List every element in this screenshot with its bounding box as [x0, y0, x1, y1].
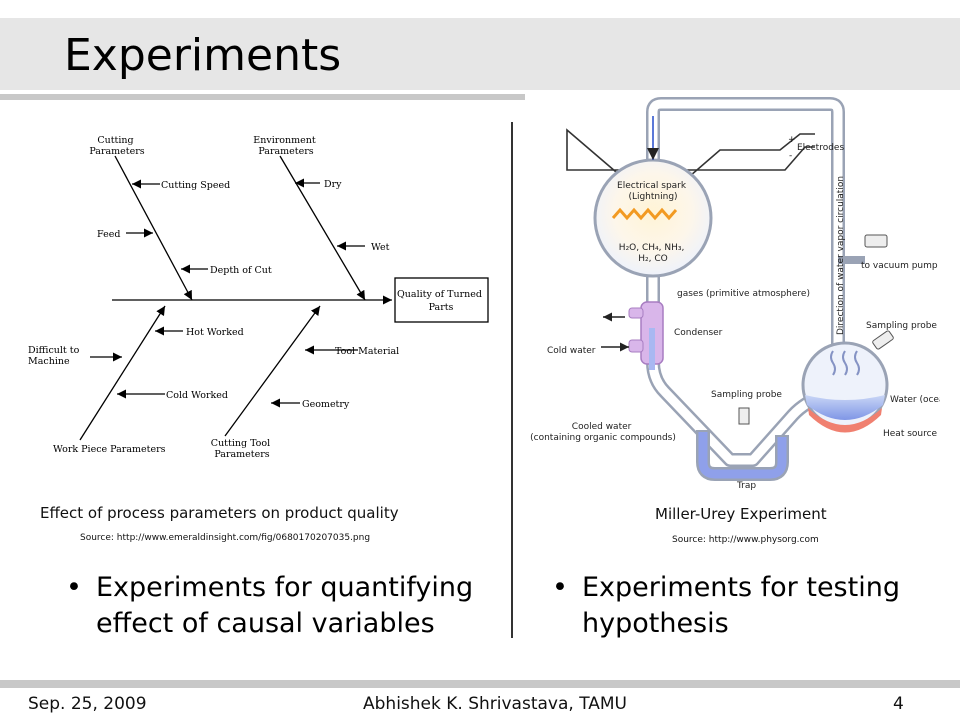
bone-work-piece-parameters: [79, 305, 166, 441]
label-vacuum-pump: to vacuum pump: [861, 261, 938, 271]
label-work-piece-parameters: Work Piece Parameters: [53, 444, 166, 455]
bullet-dot: •: [66, 572, 82, 603]
column-divider: [511, 122, 513, 638]
label-condenser: Condenser: [674, 328, 723, 338]
label-cutting-parameters: Cutting Parameters: [89, 135, 144, 157]
label-cold-worked: Cold Worked: [166, 390, 228, 401]
title-band: [0, 18, 960, 90]
label-cutting-speed: Cutting Speed: [161, 180, 230, 191]
label-cold-water: Cold water: [547, 346, 596, 356]
bone-cutting-parameters: [114, 155, 193, 301]
label-circulation: Direction of water vapor circulation: [836, 176, 846, 335]
fishbone-diagram: Cutting Parameters Environment Parameter…: [28, 135, 489, 460]
label-sampling-probe-top: Sampling probe: [866, 321, 937, 331]
left-caption: Effect of process parameters on product …: [40, 504, 399, 522]
label-feed: Feed: [97, 229, 120, 240]
label-depth-of-cut: Depth of Cut: [210, 265, 272, 276]
label-gases-formula: H₂O, CH₄, NH₃, H₂, CO: [619, 243, 687, 264]
right-caption: Miller-Urey Experiment: [655, 505, 827, 523]
label-trap: Trap: [736, 481, 756, 491]
bullet-dot: •: [552, 572, 568, 603]
label-water-ocean: Water (ocean): [890, 395, 940, 405]
label-plus: +: [788, 135, 796, 145]
footer-author: Abhishek K. Shrivastava, TAMU: [363, 694, 627, 714]
label-dry: Dry: [324, 179, 342, 190]
label-electrodes: Electrodes: [797, 143, 844, 153]
title-underline: [0, 94, 525, 100]
right-bullet-text: Experiments for testing hypothesis: [582, 572, 900, 639]
label-wet: Wet: [371, 242, 390, 253]
label-cooled-water: Cooled water (containing organic compoun…: [530, 422, 676, 443]
right-source: Source: http://www.physorg.com: [672, 535, 819, 545]
label-heat-source: Heat source: [883, 429, 938, 439]
bone-cutting-tool-parameters: [224, 305, 321, 437]
slide-title: Experiments: [64, 30, 342, 81]
label-spark: Electrical spark (Lightning): [617, 181, 689, 202]
effect-box: [394, 277, 489, 323]
label-cutting-tool-parameters: Cutting Tool Parameters: [211, 438, 273, 460]
left-bullet-text: Experiments for quantifying effect of ca…: [96, 572, 474, 639]
label-minus: -: [789, 151, 792, 161]
label-difficult-to-machine: Difficult to Machine: [28, 345, 82, 367]
label-geometry: Geometry: [302, 399, 350, 410]
label-tool-material: Tool Material: [335, 346, 399, 357]
label-hot-worked: Hot Worked: [186, 327, 244, 338]
left-source: Source: http://www.emeraldinsight.com/fi…: [80, 533, 371, 543]
miller-urey-diagram: + Electrodes - Electrical spark (Lightni…: [530, 97, 940, 491]
label-quality: Quality of Turned Parts: [397, 289, 485, 313]
label-primitive-atmosphere: gases (primitive atmosphere): [677, 289, 810, 299]
label-environment-parameters: Environment Parameters: [253, 135, 318, 157]
label-sampling-probe-bottom: Sampling probe: [711, 390, 782, 400]
footer-page-number: 4: [893, 694, 904, 714]
footer-date: Sep. 25, 2009: [28, 694, 147, 714]
bone-environment-parameters: [279, 155, 366, 301]
footer-band: [0, 680, 960, 688]
left-bullet: • Experiments for quantifying effect of …: [66, 570, 496, 642]
right-bullet: • Experiments for testing hypothesis: [552, 570, 922, 642]
